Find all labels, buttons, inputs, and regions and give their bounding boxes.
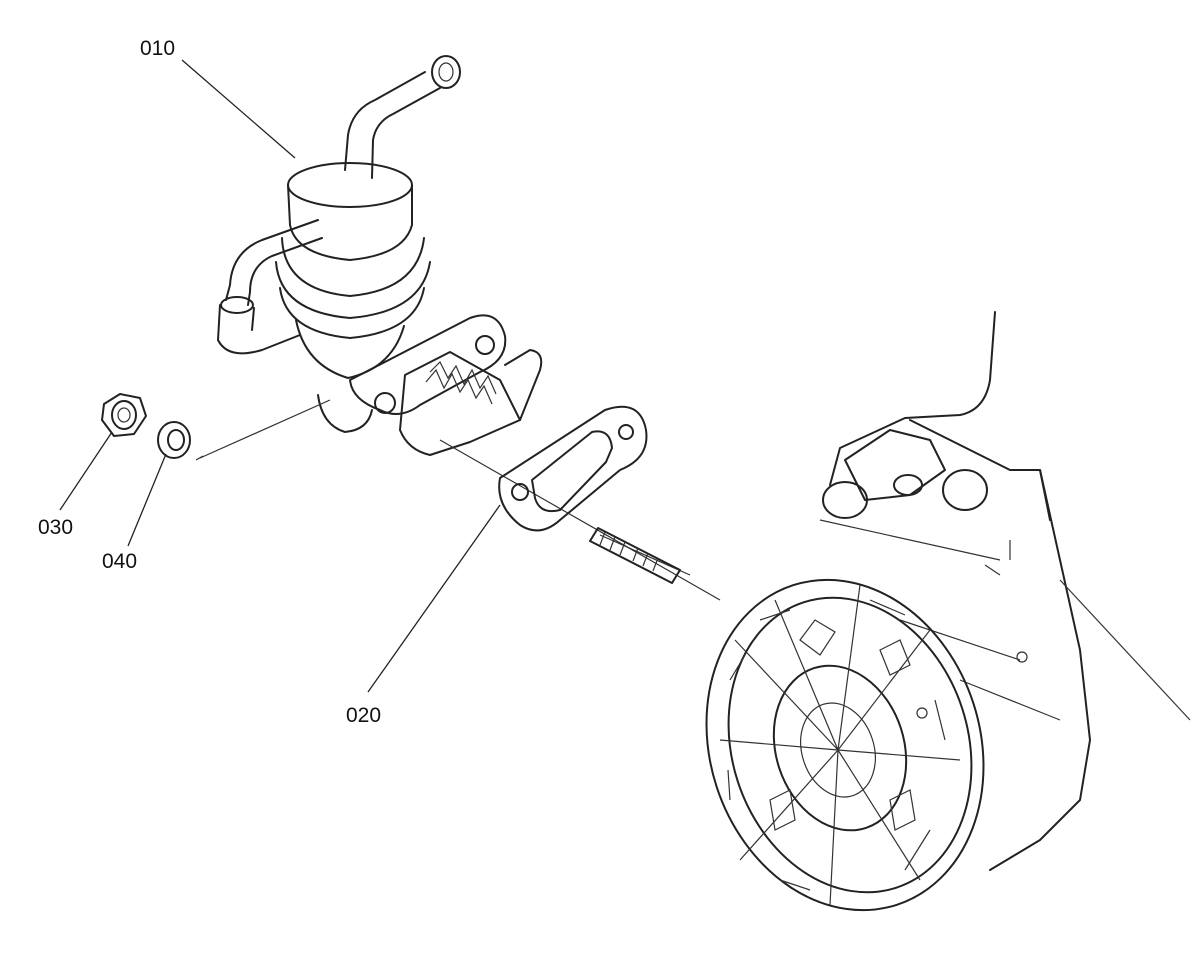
gasket-drawing [498, 405, 648, 532]
callout-030: 030 [38, 516, 74, 539]
callout-040: 040 [102, 550, 138, 573]
engine-housing-drawing [705, 311, 1191, 912]
washer-drawing [157, 421, 191, 459]
callout-020: 020 [346, 704, 382, 727]
fuel-pump-drawing [217, 55, 543, 456]
callout-010: 010 [140, 37, 176, 60]
leader-lines [59, 59, 501, 693]
leader-line-030 [59, 431, 113, 511]
leader-line-010 [181, 59, 296, 159]
leader-line-020 [367, 504, 501, 693]
leader-line-040 [127, 453, 167, 547]
nut-drawing [101, 393, 147, 437]
mounting-stud-drawing [195, 399, 721, 601]
